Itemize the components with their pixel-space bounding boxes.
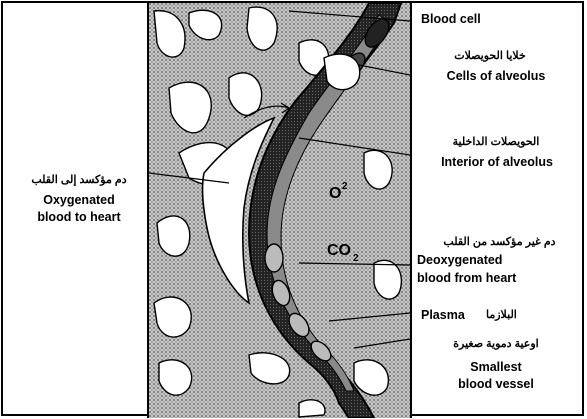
label-cells-alveolus-en: Cells of alveolus bbox=[421, 69, 571, 84]
label-interior-alveolus-en: Interior of alveolus bbox=[417, 155, 577, 170]
co2-label: CO bbox=[327, 242, 351, 259]
alveolus-illustration: O 2 CO 2 bbox=[147, 3, 412, 418]
label-small-vessel-en-1: Smallest bbox=[421, 360, 571, 375]
label-plasma-en: Plasma bbox=[421, 308, 465, 323]
label-small-vessel-ar: اوعية دموية صغيرة bbox=[421, 338, 571, 351]
oxygen-label: O bbox=[329, 185, 341, 202]
alveolus-svg: O 2 CO 2 bbox=[149, 3, 410, 418]
label-oxygenated-en-2: blood to heart bbox=[15, 210, 143, 225]
label-oxygenated-en-1: Oxygenated bbox=[15, 193, 143, 208]
co2-subscript: 2 bbox=[353, 253, 359, 264]
label-blood-cell: Blood cell bbox=[421, 12, 481, 27]
label-deoxygenated-ar: دم غير مؤكسد من القلب bbox=[417, 236, 582, 249]
alveolus-cell-patch bbox=[324, 54, 360, 90]
label-small-vessel-en-2: blood vessel bbox=[421, 377, 571, 392]
label-interior-alveolus-ar: الحويصلات الداخلية bbox=[421, 136, 571, 149]
label-plasma-ar: البلازما bbox=[486, 309, 517, 322]
label-deoxygenated-en-1: Deoxygenated bbox=[417, 253, 502, 268]
oxygen-superscript: 2 bbox=[342, 181, 348, 192]
label-cells-alveolus-ar: خلايا الحويصلات bbox=[421, 50, 559, 63]
label-oxygenated-ar: دم مؤكسد إلى القلب bbox=[15, 174, 143, 187]
label-deoxygenated-en-2: blood from heart bbox=[417, 271, 516, 286]
